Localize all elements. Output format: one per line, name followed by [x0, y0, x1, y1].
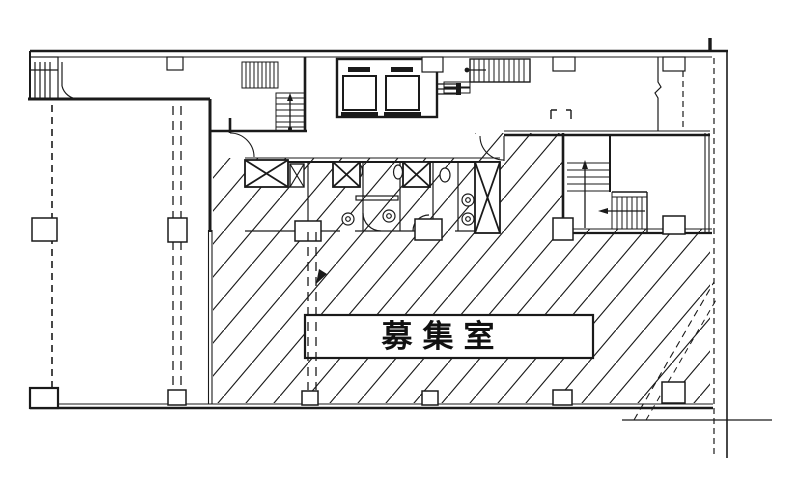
- small-arrow-mark: [316, 269, 327, 284]
- elevator-shaft: [335, 57, 439, 119]
- top-left-entry: [29, 56, 80, 100]
- stall-door-arc: [362, 212, 382, 232]
- break-line: [654, 57, 662, 131]
- restroom-block: [245, 157, 500, 232]
- column: [31, 217, 58, 242]
- diagonal-dashed-line: [633, 281, 715, 421]
- stair-right-wing: [479, 109, 712, 235]
- column: [662, 215, 686, 235]
- louver-end: [456, 83, 461, 95]
- elevator-car-right: [385, 75, 420, 111]
- toilet-center: [465, 216, 471, 222]
- column: [661, 381, 686, 404]
- entry-box: [29, 56, 59, 100]
- toilet: [382, 209, 396, 223]
- toilet-center: [465, 197, 471, 203]
- shaft-x-boxes: [244, 159, 501, 234]
- column: [301, 390, 319, 406]
- wall-tab: [662, 56, 686, 72]
- toilet: [461, 212, 475, 226]
- door-swing-arc: [479, 135, 505, 161]
- column: [552, 389, 573, 406]
- column: [167, 217, 188, 243]
- elevator-bank: [335, 57, 461, 119]
- corner-column: [28, 386, 60, 410]
- door-swing-arc: [229, 132, 255, 158]
- arrow-head: [287, 93, 293, 101]
- urinal: [439, 167, 451, 183]
- label-box: [303, 313, 595, 360]
- column: [167, 389, 187, 406]
- reference-lines: [622, 38, 772, 458]
- annotation-marks: [550, 109, 572, 119]
- counterweight-right: [391, 67, 413, 72]
- toilet-center: [386, 213, 392, 219]
- vacancy-area-marks: [307, 232, 327, 390]
- top-wall-tabs: [166, 56, 576, 73]
- diagonal-dashed-line-2: [645, 299, 717, 421]
- wall-tab: [421, 56, 444, 73]
- elevator-car-left: [342, 75, 377, 111]
- arrow-head: [598, 208, 608, 214]
- column: [552, 217, 574, 241]
- column: [414, 218, 443, 241]
- wall-tab: [552, 56, 576, 72]
- urinal: [392, 164, 404, 180]
- counter: [355, 195, 399, 201]
- room-label-box: 募集室: [303, 313, 595, 360]
- right-wing-upper-room: [654, 56, 715, 455]
- left-tenant-area: [51, 105, 182, 388]
- counterweight-left: [348, 67, 370, 72]
- toilet-center: [345, 216, 351, 222]
- door-sill-left: [341, 112, 378, 116]
- column: [421, 390, 439, 406]
- wall-tab: [166, 56, 184, 71]
- toilet: [341, 212, 355, 226]
- stair-top-right: [443, 58, 531, 94]
- arrow-head: [582, 160, 588, 169]
- room-label-text: 募集室: [381, 319, 505, 355]
- columns: [28, 215, 686, 410]
- toilet: [461, 193, 475, 207]
- stair-top-left: [210, 57, 307, 133]
- door-swing-arc: [61, 85, 80, 100]
- corridor-door: [228, 118, 255, 158]
- door-sill-right: [384, 112, 421, 116]
